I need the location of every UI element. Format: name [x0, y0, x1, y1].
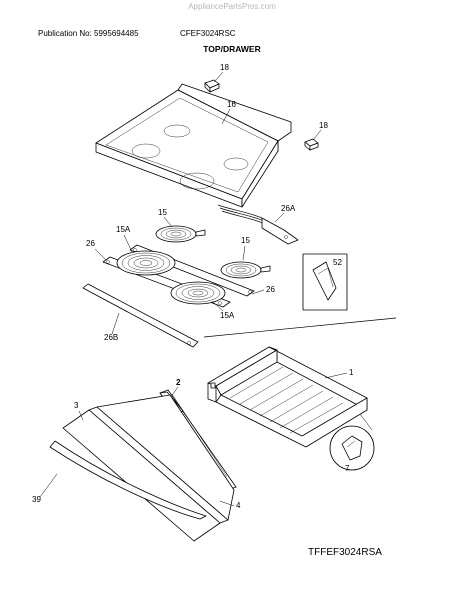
- part-15a-surface-element-large-bottom[interactable]: [170, 281, 226, 305]
- part-26a-wire-harness[interactable]: [217, 204, 299, 245]
- part-26b-bar[interactable]: [82, 283, 199, 348]
- callout-26-left: 26: [86, 239, 95, 248]
- callout-1: 1: [349, 368, 354, 377]
- publication-number: Publication No: 5995694485: [38, 29, 139, 38]
- callout-26b: 26B: [104, 333, 118, 342]
- model-number: CFEF3024RSC: [180, 29, 236, 38]
- callout-3: 3: [74, 401, 79, 410]
- callout-4: 4: [236, 501, 241, 510]
- callout-15-right: 15: [241, 236, 250, 245]
- part-15a-surface-element-large-top[interactable]: [116, 250, 176, 276]
- section-title: TOP/DRAWER: [203, 44, 261, 54]
- part-39-drawer-handle[interactable]: [49, 440, 207, 520]
- callout-15-left: 15: [158, 208, 167, 217]
- part-1-drawer-body[interactable]: [207, 346, 368, 448]
- part-15-surface-element-small[interactable]: [155, 225, 206, 243]
- callout-2: 2: [176, 378, 181, 387]
- part-4-drawer-front-panel[interactable]: [96, 394, 235, 521]
- callout-26a: 26A: [281, 204, 296, 213]
- watermark-text: AppliancePartsPros.com: [188, 2, 276, 11]
- part-7-inset-circle[interactable]: [329, 425, 375, 471]
- separator-line: [203, 317, 397, 338]
- callout-15a-bottom: 15A: [220, 311, 235, 320]
- drawing-id: TFFEF3024RSA: [308, 547, 382, 558]
- part-52-inset-box[interactable]: [302, 253, 348, 311]
- callout-26-right: 26: [266, 285, 275, 294]
- callout-16: 16: [227, 100, 236, 109]
- callout-39: 39: [32, 495, 41, 504]
- callout-7: 7: [345, 464, 350, 473]
- part-15-surface-element-right[interactable]: [220, 261, 271, 279]
- callout-15a-top: 15A: [116, 225, 131, 234]
- callout-18-left: 18: [220, 63, 229, 72]
- callout-18-right: 18: [319, 121, 328, 130]
- part-18-clip-left[interactable]: [204, 79, 220, 93]
- part-16-cooktop[interactable]: [95, 83, 292, 208]
- callout-52: 52: [333, 258, 342, 267]
- part-18-clip-right[interactable]: [304, 138, 319, 151]
